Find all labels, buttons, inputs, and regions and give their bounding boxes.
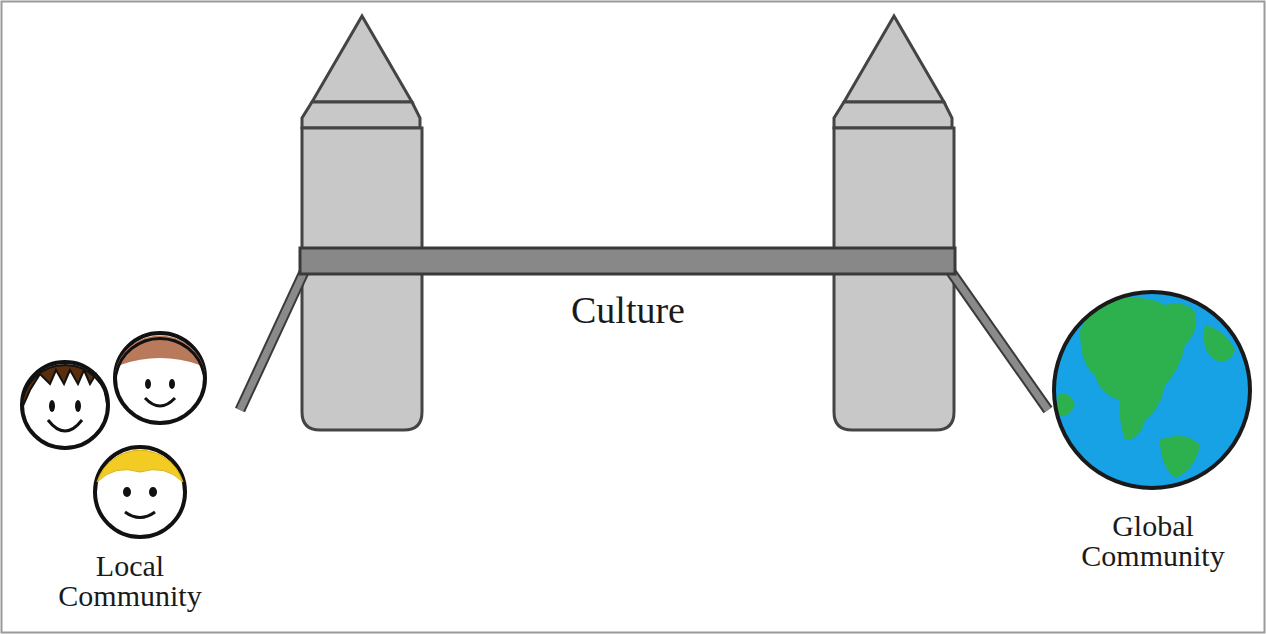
person-face (95, 447, 185, 537)
bridge-tower (302, 16, 422, 430)
person-face (22, 362, 108, 448)
community-label: Global Community (1063, 511, 1243, 571)
community-label: Local Community (40, 551, 220, 611)
bridge-connector (240, 248, 1048, 410)
globe (1054, 292, 1250, 488)
community-node: Local Community (20, 333, 240, 611)
edge-label: Culture (571, 290, 685, 332)
person-face (115, 333, 205, 423)
bridge-tower (834, 16, 954, 430)
community-node: Global Community (1048, 285, 1258, 571)
